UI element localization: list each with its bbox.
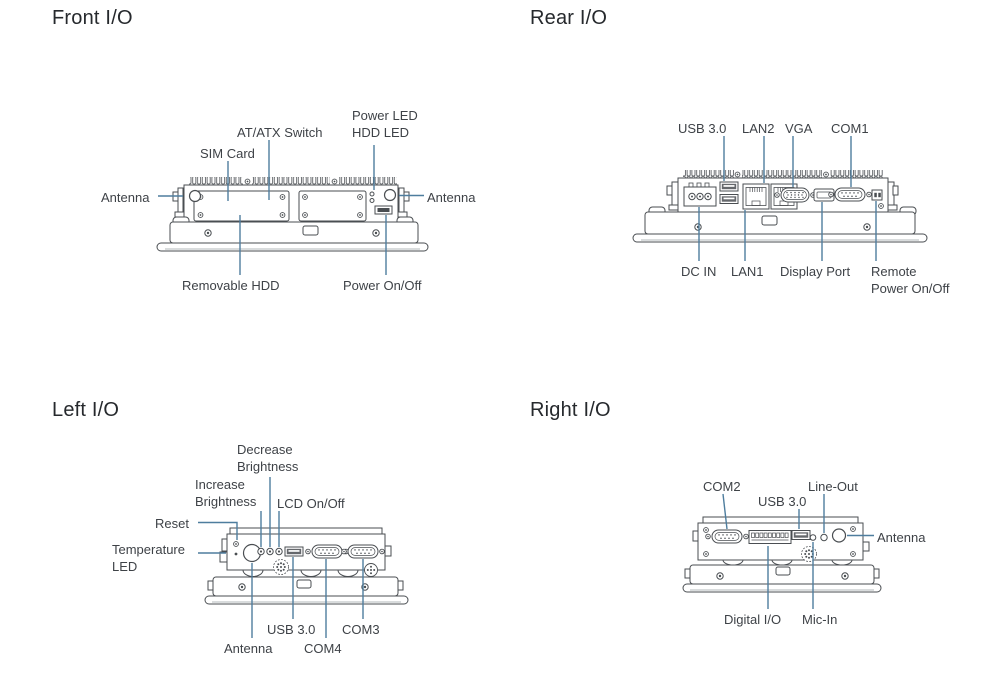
rear-io-title: Rear I/O [530,7,608,29]
left-label-temperature-led: Temperature LED [112,542,185,574]
left-io-title: Left I/O [52,399,120,421]
left-usb-port [284,546,304,557]
left-io-device-drawing [204,527,409,605]
leader-lines [158,136,877,638]
left-label-antenna: Antenna [224,641,273,656]
rear-io-device-drawing [632,170,928,243]
left-label-usb30: USB 3.0 [267,622,316,637]
temperature-led-hole [234,552,238,556]
left-label-reset: Reset [155,516,189,531]
front-label-power-hdd-led: Power LED HDD LED [352,108,418,140]
front-io-title: Front I/O [52,7,133,29]
right-label-usb30: USB 3.0 [758,494,807,509]
hdd-led-hole [369,198,375,203]
front-antenna-right-hole [383,188,397,202]
front-antenna-left-hole [188,189,202,203]
line-out-jack [820,533,828,542]
right-label-digital-io: Digital I/O [724,612,782,627]
right-io-title: Right I/O [530,399,611,421]
rear-label-remote-power: Remote Power On/Off [871,264,950,296]
rear-label-dc-in: DC IN [681,264,717,279]
right-speaker-grille [801,546,817,562]
front-label-at-atx-switch: AT/ATX Switch [237,125,323,140]
remote-power-connector [871,189,883,201]
left-label-increase-brightness: Increase Brightness [195,477,257,509]
front-label-antenna-left: Antenna [101,190,150,205]
power-led-hole [369,191,375,197]
lan1-port [742,183,770,210]
rear-label-vga: VGA [785,121,813,136]
right-label-com2: COM2 [703,479,741,494]
left-speaker-grille [273,559,289,575]
right-usb-port [791,530,811,540]
front-label-power-on-off: Power On/Off [343,278,422,293]
right-label-mic-in: Mic-In [802,612,838,627]
rear-label-lan2: LAN2 [742,121,775,136]
mic-in-jack [809,534,817,541]
right-label-line-out: Line-Out [808,479,858,494]
right-antenna-hole [831,528,847,543]
front-label-antenna-right: Antenna [427,190,476,205]
left-label-lcd-on-off: LCD On/Off [277,496,345,511]
rear-label-com1: COM1 [831,121,869,136]
rear-label-usb30: USB 3.0 [678,121,727,136]
left-label-com3: COM3 [342,622,380,637]
rear-label-display-port: Display Port [780,264,851,279]
rear-usb-port-bottom [719,194,739,204]
left-label-com4: COM4 [304,641,342,656]
front-io-device-drawing [156,177,429,252]
right-io-device-drawing [682,516,882,593]
front-label-removable-hdd: Removable HDD [182,278,280,293]
rear-label-lan1: LAN1 [731,264,764,279]
right-label-antenna: Antenna [877,530,926,545]
left-label-decrease-brightness: Decrease Brightness [237,442,299,474]
reset-hole [233,541,239,547]
rear-usb-port-top [719,181,739,192]
front-label-sim-card: SIM Card [200,146,255,161]
